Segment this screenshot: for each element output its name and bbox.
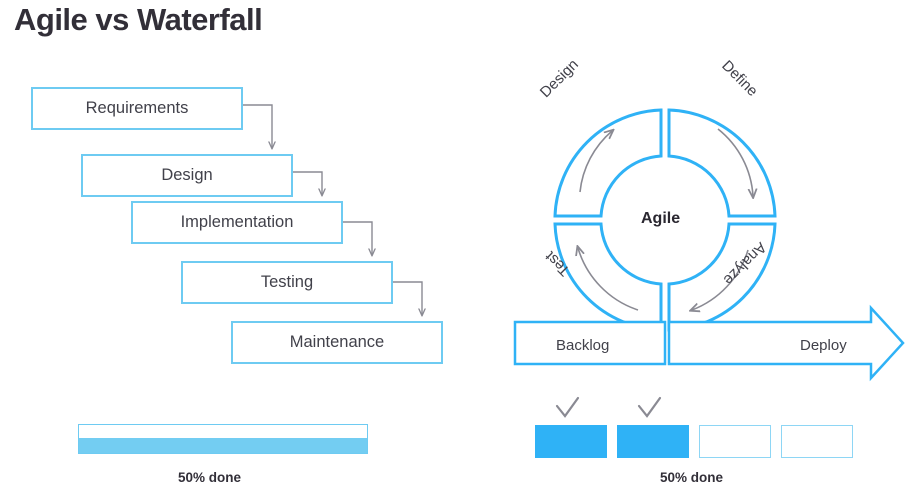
backlog-label: Backlog <box>556 337 610 354</box>
ring-segment-design <box>553 108 663 218</box>
sprint-check-icon <box>555 396 580 418</box>
backlog-box <box>513 320 667 366</box>
deploy-label: Deploy <box>800 337 847 354</box>
ring-segment-define <box>667 108 777 218</box>
agile-done-label: 50% done <box>660 470 724 485</box>
waterfall-progress-bar[interactable] <box>78 424 368 454</box>
waterfall-step-label: Requirements <box>85 99 189 117</box>
ring-segment-test <box>553 222 663 332</box>
waterfall-step-maintenance[interactable]: Maintenance <box>231 321 443 364</box>
agile-center-label: Agile <box>641 210 681 227</box>
page-title: Agile vs Waterfall <box>14 2 263 37</box>
sprint-box-2[interactable] <box>617 425 689 458</box>
waterfall-step-design[interactable]: Design <box>81 154 293 197</box>
deploy-arrow-shape <box>667 304 905 382</box>
agile-cycle-graphic <box>513 108 905 418</box>
waterfall-done-label: 50% done <box>178 470 242 485</box>
sprint-box-4[interactable] <box>781 425 853 458</box>
waterfall-step-label: Implementation <box>180 213 294 231</box>
sprint-check-icon <box>637 396 662 418</box>
waterfall-step-label: Maintenance <box>289 333 385 351</box>
waterfall-step-implementation[interactable]: Implementation <box>131 201 343 244</box>
waterfall-diagram: Requirements Design Implementation Testi… <box>31 87 443 485</box>
sprint-box-1[interactable] <box>535 425 607 458</box>
agile-diagram: Design Define Analyze Test Agile Backlog… <box>460 0 917 500</box>
waterfall-step-requirements[interactable]: Requirements <box>31 87 243 130</box>
waterfall-step-testing[interactable]: Testing <box>181 261 393 304</box>
waterfall-step-label: Design <box>161 166 213 184</box>
waterfall-progress-fill <box>79 437 367 453</box>
waterfall-step-label: Testing <box>260 273 314 291</box>
sprint-box-3[interactable] <box>699 425 771 458</box>
